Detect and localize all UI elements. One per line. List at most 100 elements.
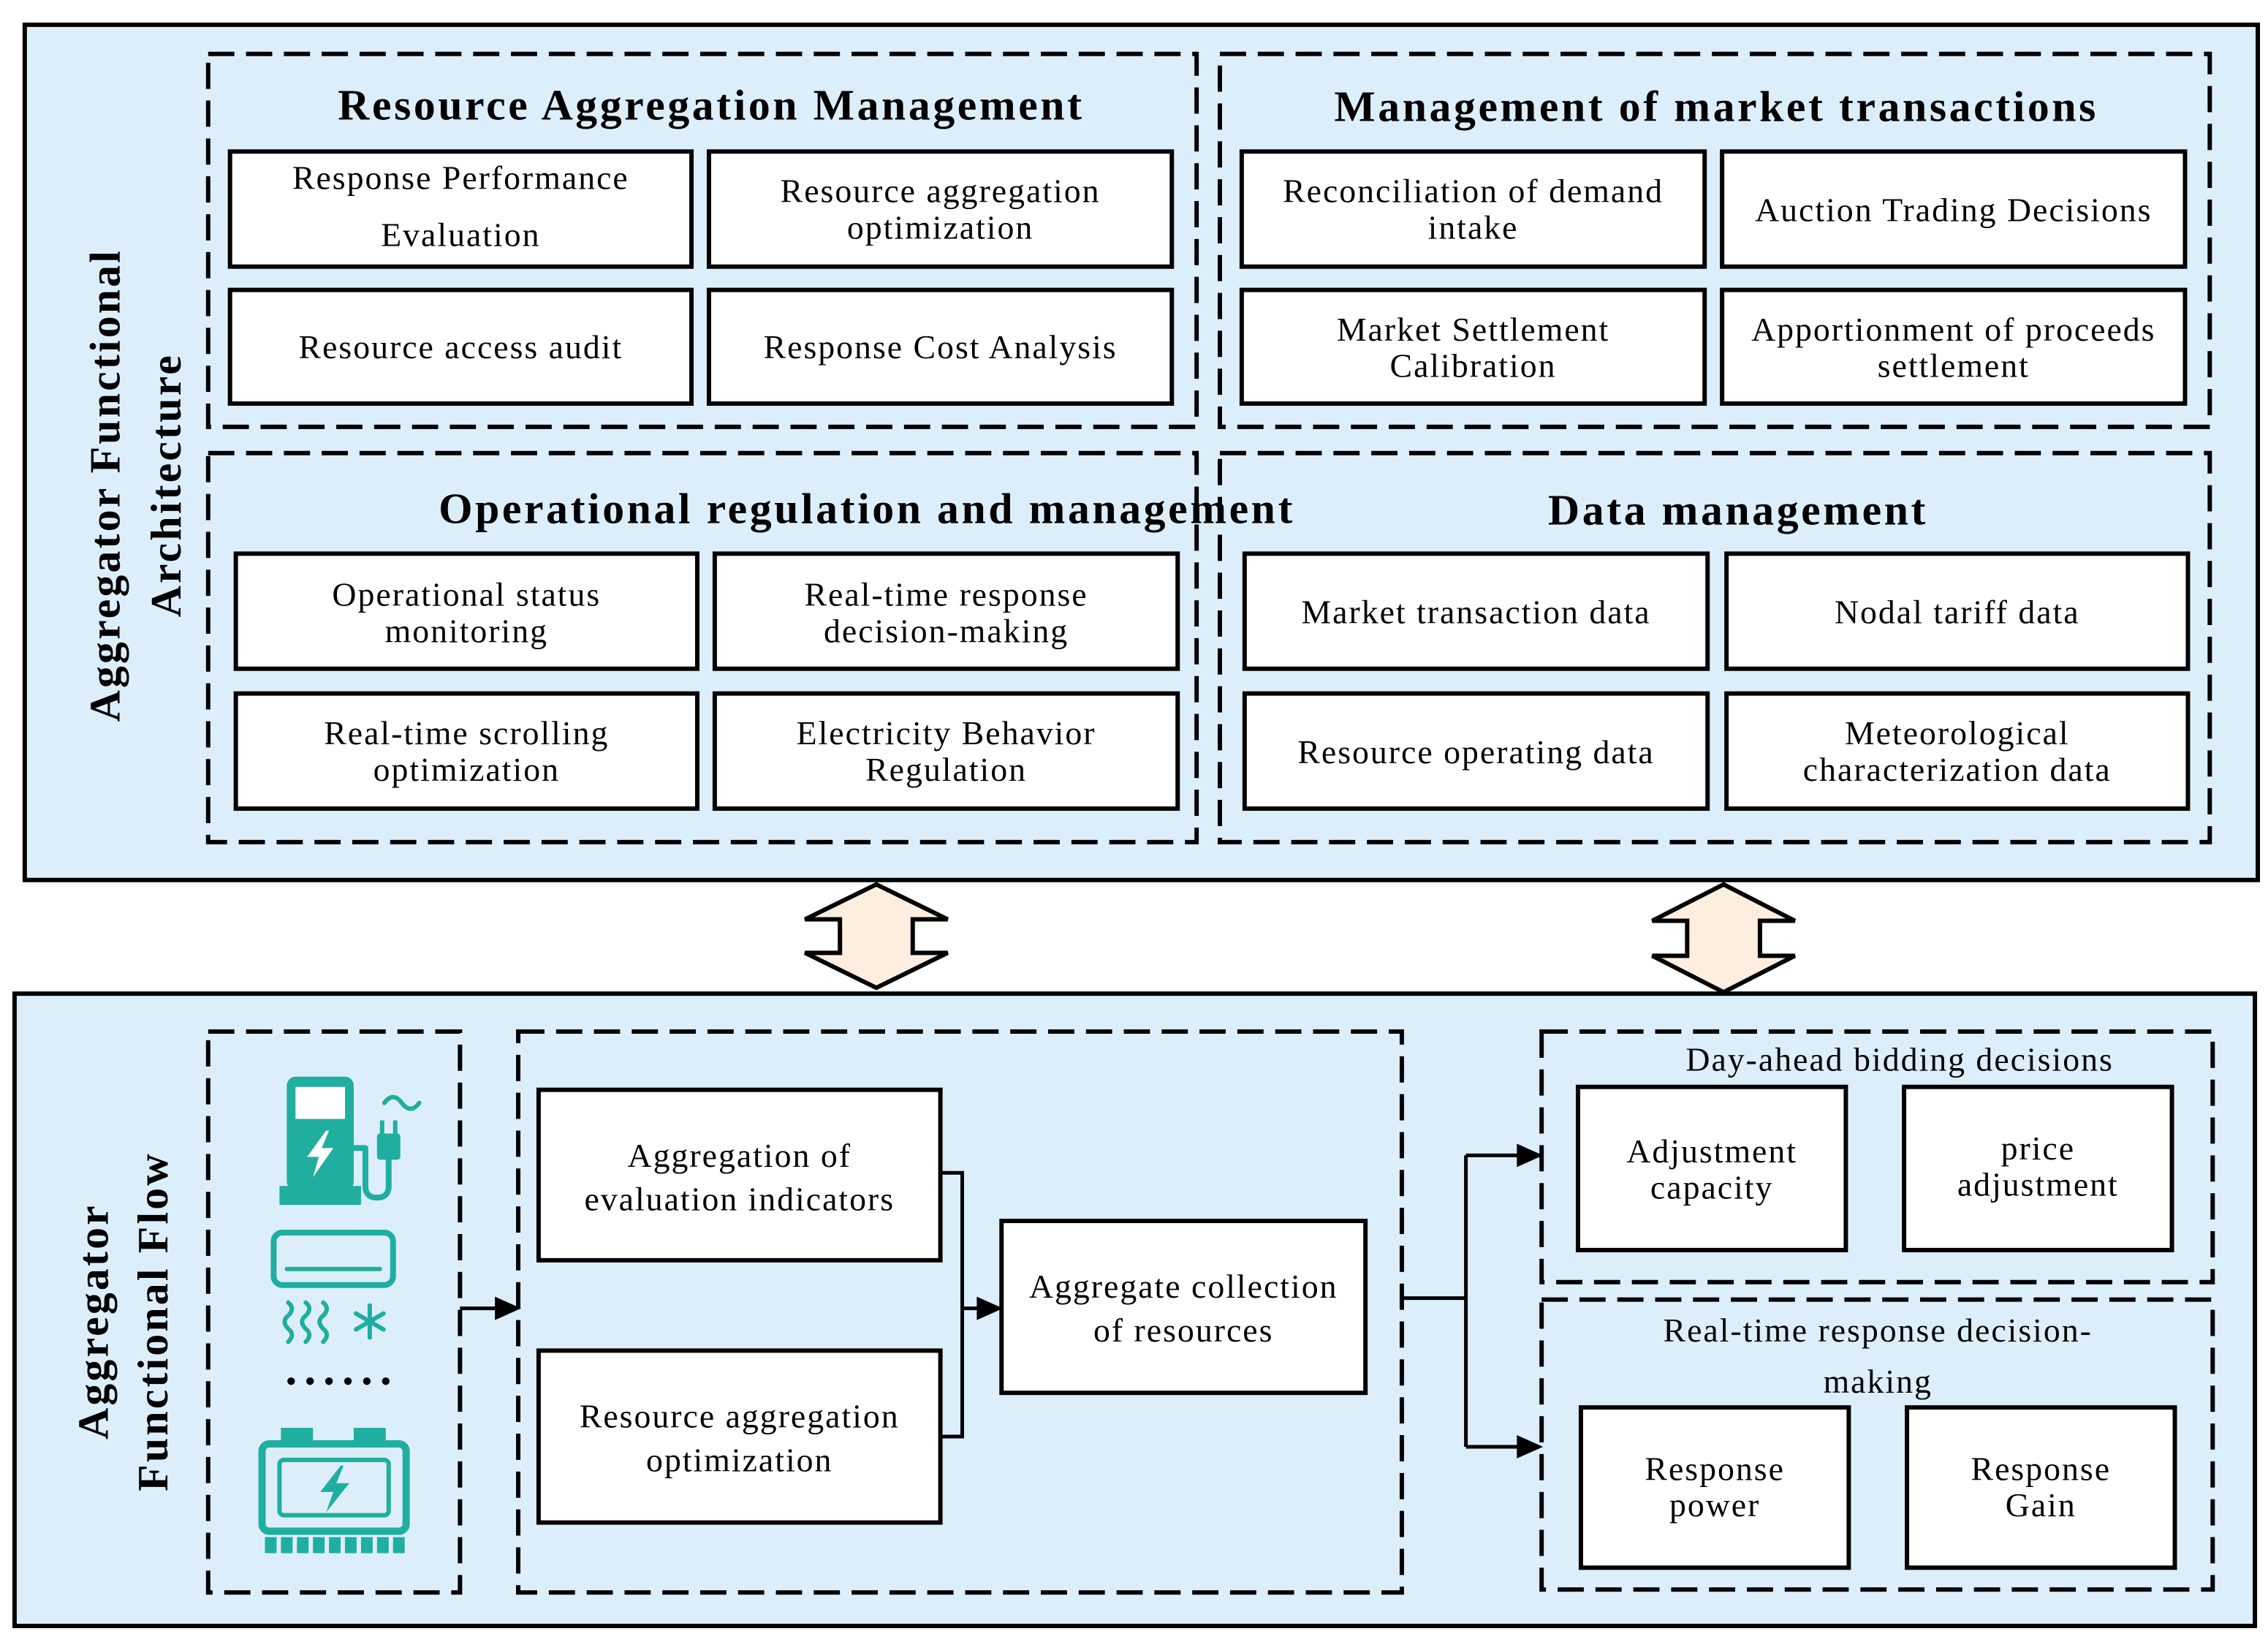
arrow-head <box>1517 1143 1544 1168</box>
box-label-line: characterization data <box>1803 751 2112 788</box>
market-settlement-calibration-box: Market Settlement Calibration <box>1239 287 1707 406</box>
box-label-line: Resource operating data <box>1297 733 1654 771</box>
charger-plug-prong <box>392 1120 398 1134</box>
arrow-head <box>1517 1435 1544 1458</box>
box-label-line: settlement <box>1878 347 2030 385</box>
decision-splitter <box>1401 1143 1544 1458</box>
box-frame <box>706 287 1175 406</box>
arrow-to-aggregate-collection <box>962 1296 1004 1320</box>
box-frame <box>1902 1084 2174 1252</box>
electricity-behavior-regulation-box: Electricity Behavior Regulation <box>712 691 1180 811</box>
box-frame <box>233 551 699 671</box>
dot <box>363 1377 371 1385</box>
reconciliation-of-demand-intake-box: Reconciliation of demand intake <box>1239 149 1707 269</box>
snowflake-arm <box>353 1311 386 1332</box>
box-frame <box>1242 691 1710 811</box>
battery-terminal <box>353 1428 386 1444</box>
box-label-line: Real-time response <box>805 576 1088 613</box>
heat-wave <box>282 1300 295 1344</box>
box-frame <box>227 287 694 406</box>
box-label-line: intake <box>1428 208 1519 246</box>
snowflake-icon <box>353 1303 386 1340</box>
box-label-line: decision-making <box>824 612 1069 649</box>
module-data-management: Market transaction data Nodal tariff dat… <box>1242 551 2191 811</box>
price-adjustment-box: price adjustment <box>1902 1084 2174 1252</box>
box-label-line: adjustment <box>1957 1166 2119 1203</box>
charger-base <box>279 1186 361 1206</box>
ellipsis-dots <box>287 1377 390 1385</box>
resource-icons-frame <box>205 1029 463 1595</box>
architecture-title-line-2: Architecture <box>142 353 190 617</box>
box-label-line: Response Performance <box>292 159 629 197</box>
module-frame-resource-aggregation-management <box>205 51 1199 429</box>
battery-segment <box>345 1537 357 1554</box>
box-label-line: Calibration <box>1390 347 1557 385</box>
dot <box>306 1377 314 1385</box>
market-transaction-data-box: Market transaction data <box>1242 551 1710 671</box>
arrow-resources-to-aggregation <box>460 1296 522 1320</box>
box-frame <box>1239 287 1707 406</box>
box-frame <box>1242 551 1710 671</box>
box-frame <box>1720 149 2188 269</box>
adjustment-capacity-box: Adjustment capacity <box>1575 1084 1848 1252</box>
dot <box>287 1377 295 1385</box>
nodal-tariff-data-box: Nodal tariff data <box>1724 551 2191 671</box>
arrow-head <box>495 1296 522 1320</box>
box-label-line: Aggregation of <box>628 1137 852 1174</box>
flow-resource-aggregation-optimization-box: Resource aggregation optimization <box>536 1348 943 1525</box>
module-frame-data-management <box>1218 450 2212 844</box>
box-label-line: Nodal tariff data <box>1835 594 2080 631</box>
box-frame <box>536 1348 943 1525</box>
box-label-line: Reconciliation of demand <box>1283 173 1664 210</box>
flow-title-line-2: Functional Flow <box>129 1151 177 1491</box>
box-frame <box>712 691 1180 811</box>
module-resource-aggregation-management: Response Performance Evaluation Resource… <box>227 149 1175 406</box>
resource-aggregation-optimization-box: Resource aggregation optimization <box>706 149 1175 269</box>
day-ahead-bidding-decisions-group: Day-ahead bidding decisions Adjustment c… <box>1539 1029 2215 1285</box>
architecture-title-line-1: Aggregator Functional <box>80 249 129 722</box>
battery-segment <box>297 1537 309 1554</box>
charger-cable <box>382 1094 422 1111</box>
response-power-box: Response power <box>1578 1405 1851 1570</box>
box-label-line: evaluation indicators <box>584 1181 895 1218</box>
box-label-line: Meteorological <box>1845 714 2070 752</box>
charger-plug-prong <box>379 1120 384 1134</box>
charger-bolt <box>307 1130 334 1178</box>
module-frame-operational-regulation <box>205 450 1199 844</box>
box-label-line: Response <box>1971 1450 2111 1487</box>
module-operational-regulation: Operational status monitoring Real-time … <box>233 551 1180 811</box>
box-label-line: optimization <box>847 208 1034 246</box>
box-label-line: Response <box>1645 1450 1784 1487</box>
response-gain-box: Response Gain <box>1905 1405 2177 1570</box>
box-frame <box>1720 287 2188 406</box>
box-frame <box>227 149 694 269</box>
box-frame <box>1575 1084 1848 1252</box>
box-frame <box>1905 1405 2177 1570</box>
box-frame <box>1578 1405 1851 1570</box>
box-label-line: optimization <box>373 751 560 788</box>
box-label-line: Market Settlement <box>1337 311 1609 348</box>
box-label-line: Resource access audit <box>299 328 623 366</box>
box-label-line: Response Cost Analysis <box>764 328 1118 366</box>
module-title-resource-aggregation-management: Resource Aggregation Management <box>338 80 1084 129</box>
battery-segment <box>360 1537 373 1554</box>
aggregation-connector <box>940 1170 964 1439</box>
resource-access-audit-box: Resource access audit <box>227 287 694 406</box>
heat-wave <box>300 1300 312 1344</box>
battery-bolt <box>320 1465 349 1513</box>
arrow-head <box>976 1296 1004 1320</box>
resource-operating-data-box: Resource operating data <box>1242 691 1710 811</box>
aggregation-frame <box>516 1029 1404 1595</box>
real-time-frame <box>1539 1297 2215 1592</box>
flow-title-line-1: Aggregator <box>69 1203 117 1439</box>
meteorological-characterization-data-box: Meteorological characterization data <box>1724 691 2191 811</box>
dot <box>325 1377 333 1385</box>
box-label-line: of resources <box>1093 1312 1273 1349</box>
operational-status-monitoring-box: Operational status monitoring <box>233 551 699 671</box>
box-label-line: Operational status <box>332 576 601 613</box>
ac-unit-body <box>270 1230 396 1288</box>
auction-trading-decisions-box: Auction Trading Decisions <box>1720 149 2188 269</box>
battery-segment <box>376 1537 389 1554</box>
battery-segment <box>392 1537 405 1554</box>
